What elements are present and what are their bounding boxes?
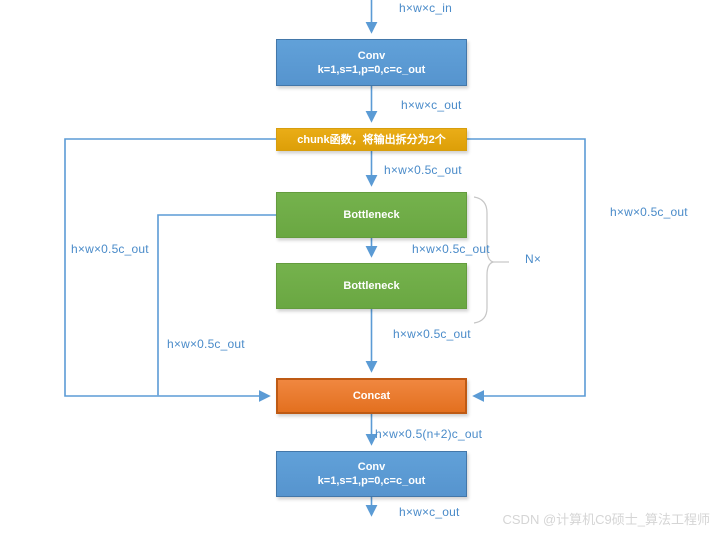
node-chunk-title: chunk函数，将输出拆分为2个: [297, 133, 446, 146]
label-left-outer-branch-dims: h×w×0.5c_out: [71, 242, 149, 256]
node-chunk: chunk函数，将输出拆分为2个: [276, 128, 467, 151]
csdn-watermark: CSDN @计算机C9硕士_算法工程师: [502, 512, 711, 527]
branch-right: [467, 138, 586, 402]
label-after-concat-dims: h×w×0.5(n+2)c_out: [375, 427, 483, 441]
label-bottleneck1-to-bottleneck2-dims: h×w×0.5c_out: [412, 242, 490, 256]
label-bottleneck2-to-concat-dims: h×w×0.5c_out: [393, 327, 471, 341]
node-bottleneck-2-title: Bottleneck: [343, 280, 400, 292]
node-conv-2: Conv k=1,s=1,p=0,c=c_out: [276, 451, 467, 497]
node-bottleneck-2: Bottleneck: [276, 263, 467, 309]
node-bottleneck-1-title: Bottleneck: [343, 209, 400, 221]
label-repeat-count: N×: [525, 252, 542, 266]
label-after-conv1-dims: h×w×c_out: [401, 98, 462, 112]
node-conv-1-params: k=1,s=1,p=0,c=c_out: [317, 63, 426, 76]
branch-left-inner: [157, 214, 276, 396]
repeat-brace: [473, 196, 495, 324]
label-left-inner-branch-dims: h×w×0.5c_out: [167, 337, 245, 351]
node-conv-2-params: k=1,s=1,p=0,c=c_out: [317, 475, 426, 487]
label-chunk-to-bottleneck1-dims: h×w×0.5c_out: [384, 163, 462, 177]
node-bottleneck-1: Bottleneck: [276, 192, 467, 238]
node-conv-2-title: Conv: [357, 461, 386, 473]
node-conv-1-title: Conv: [357, 49, 386, 62]
label-output-dims: h×w×c_out: [399, 505, 460, 519]
node-concat: Concat: [276, 378, 467, 414]
label-input-dims: h×w×c_in: [399, 1, 452, 15]
label-right-branch-dims: h×w×0.5c_out: [610, 205, 688, 219]
node-conv-1: Conv k=1,s=1,p=0,c=c_out: [276, 39, 467, 86]
node-concat-title: Concat: [352, 390, 391, 402]
branch-left-outer: [64, 138, 276, 402]
